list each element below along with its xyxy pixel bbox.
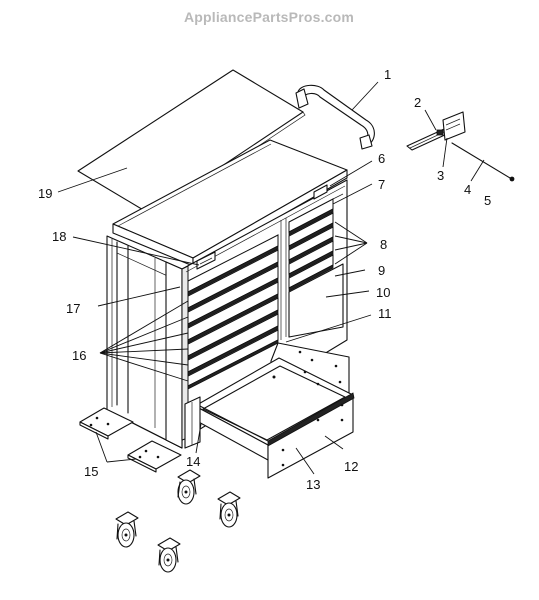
caster-wheel bbox=[177, 469, 201, 505]
caster-wheel bbox=[115, 511, 139, 548]
large-drawer-open bbox=[184, 342, 355, 479]
callout-6: 6 bbox=[378, 151, 385, 166]
callout-12: 12 bbox=[344, 459, 358, 474]
caster-wheels bbox=[115, 469, 241, 573]
side-handle bbox=[295, 84, 375, 150]
right-drawer-stack bbox=[288, 193, 344, 338]
callout-14: 14 bbox=[186, 454, 200, 469]
cabinet-left-side bbox=[106, 235, 183, 449]
callout-labels: 1 2 3 4 5 6 7 8 9 10 11 12 13 14 15 16 1… bbox=[38, 67, 491, 492]
callout-11: 11 bbox=[378, 306, 392, 321]
caster-wheel bbox=[217, 491, 241, 528]
callout-2: 2 bbox=[414, 95, 421, 110]
callout-15: 15 bbox=[84, 464, 98, 479]
leader-lines bbox=[57, 81, 485, 475]
callout-17: 17 bbox=[66, 301, 80, 316]
callout-16: 16 bbox=[72, 348, 86, 363]
callout-7: 7 bbox=[378, 177, 385, 192]
watermark: AppliancePartsPros.com bbox=[184, 9, 354, 25]
lock-rod bbox=[451, 142, 515, 182]
callout-3: 3 bbox=[437, 168, 444, 183]
callout-1: 1 bbox=[384, 67, 391, 82]
upper-label-plate bbox=[196, 251, 216, 270]
left-drawer-stack bbox=[187, 234, 279, 436]
lock-bracket bbox=[406, 111, 466, 151]
callout-9: 9 bbox=[378, 263, 385, 278]
callout-5: 5 bbox=[484, 193, 491, 208]
callout-13: 13 bbox=[306, 477, 320, 492]
callout-8: 8 bbox=[380, 237, 387, 252]
callout-19: 19 bbox=[38, 186, 52, 201]
callout-10: 10 bbox=[376, 285, 390, 300]
callout-18: 18 bbox=[52, 229, 66, 244]
right-label-plate bbox=[313, 184, 328, 200]
caster-wheel bbox=[157, 537, 181, 573]
callout-4: 4 bbox=[464, 182, 471, 197]
